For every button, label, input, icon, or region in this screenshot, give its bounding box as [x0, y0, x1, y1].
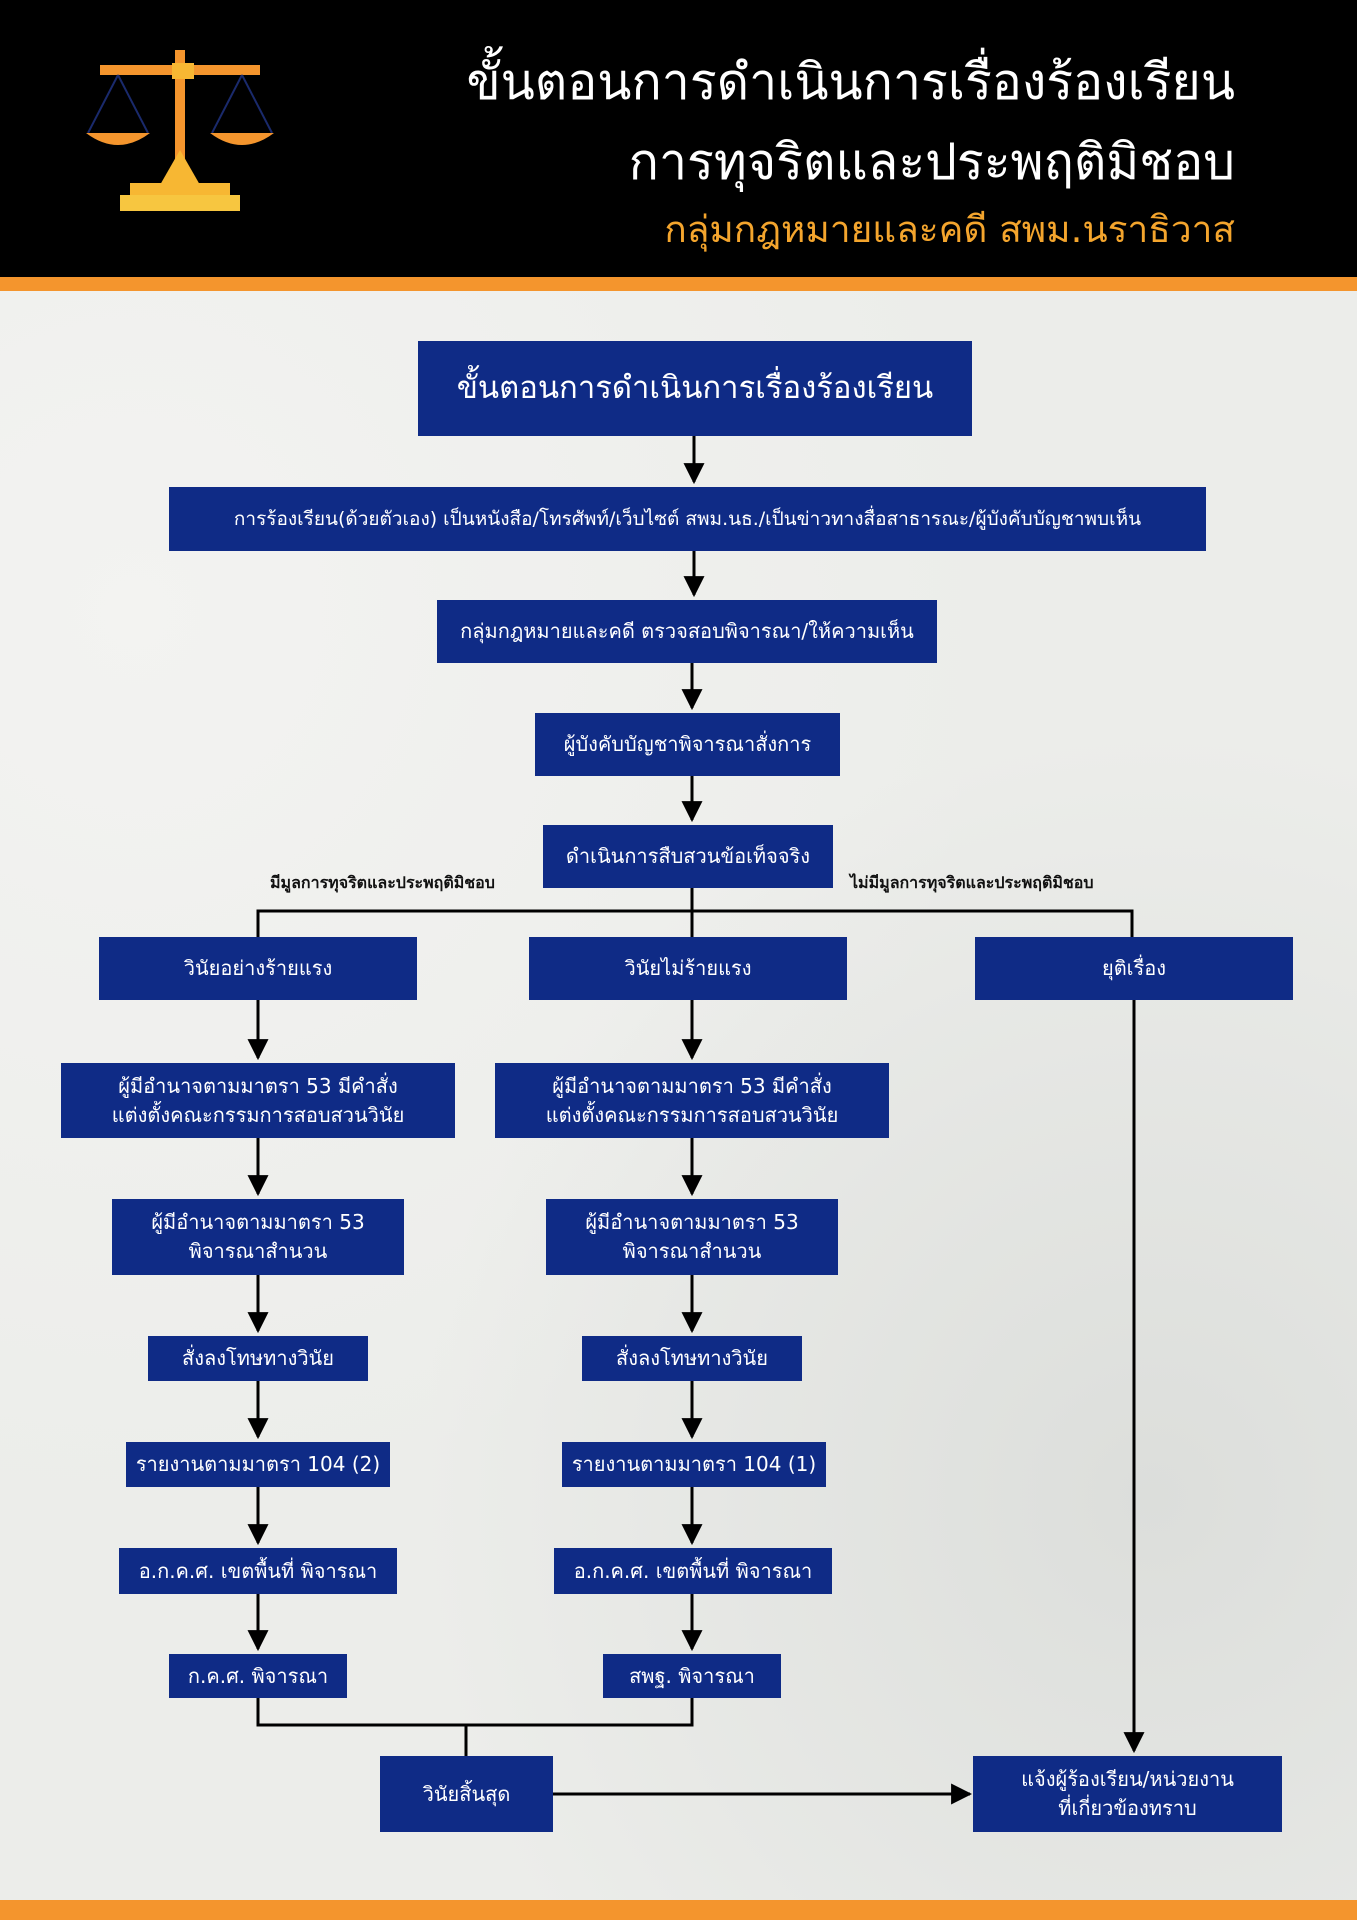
terminate-case-box: ยุติเรื่อง [975, 937, 1293, 1000]
left-review-file-box: ผู้มีอำนาจตามมาตรา 53 พิจารณาสำนวน [112, 1199, 404, 1275]
complaint-channels-box: การร้องเรียน(ด้วยตัวเอง) เป็นหนังสือ/โทร… [169, 487, 1206, 551]
left-okks-area-box: อ.ก.ค.ศ. เขตพื้นที่ พิจารณา [119, 1548, 397, 1594]
header-accent-stripe [0, 277, 1357, 291]
branch-label-found: มีมูลการทุจริตและประพฤติมิชอบ [270, 873, 495, 892]
supervisor-order-box: ผู้บังคับบัญชาพิจารณาสั่งการ [535, 713, 840, 776]
left-appoint-committee-box: ผู้มีอำนาจตามมาตรา 53 มีคำสั่ง แต่งตั้งค… [61, 1063, 455, 1138]
footer-accent-stripe [0, 1900, 1357, 1920]
middle-okks-area-box: อ.ก.ค.ศ. เขตพื้นที่ พิจารณา [554, 1548, 832, 1594]
middle-obec-box: สพฐ. พิจารณา [603, 1654, 781, 1698]
legal-review-box: กลุ่มกฎหมายและคดี ตรวจสอบพิจารณา/ให้ความ… [437, 600, 937, 663]
middle-review-file-box: ผู้มีอำนาจตามมาตรา 53 พิจารณาสำนวน [546, 1199, 838, 1275]
left-punishment-box: สั่งลงโทษทางวินัย [148, 1336, 368, 1381]
discipline-final-box: วินัยสิ้นสุด [380, 1756, 553, 1832]
notify-complainant-box: แจ้งผู้ร้องเรียน/หน่วยงาน ที่เกี่ยวข้องท… [973, 1756, 1282, 1832]
middle-appoint-committee-box: ผู้มีอำนาจตามมาตรา 53 มีคำสั่ง แต่งตั้งค… [495, 1063, 889, 1138]
fact-finding-box: ดำเนินการสืบสวนข้อเท็จจริง [543, 825, 833, 888]
minor-discipline-box: วินัยไม่ร้ายแรง [529, 937, 847, 1000]
left-report-104-2-box: รายงานตามมาตรา 104 (2) [126, 1442, 390, 1487]
branch-label-not-found: ไม่มีมูลการทุจริตและประพฤติมิชอบ [850, 873, 1094, 892]
header-title-line1: ขั้นตอนการดำเนินการเรื่องร้องเรียน [466, 53, 1235, 111]
middle-punishment-box: สั่งลงโทษทางวินัย [582, 1336, 802, 1381]
left-kks-box: ก.ค.ศ. พิจารณา [169, 1654, 347, 1698]
flow-title-box: ขั้นตอนการดำเนินการเรื่องร้องเรียน [418, 341, 972, 436]
middle-report-104-1-box: รายงานตามมาตรา 104 (1) [562, 1442, 826, 1487]
header-title-line2: การทุจริตและประพฤติมิชอบ [628, 133, 1235, 191]
serious-discipline-box: วินัยอย่างร้ายแรง [99, 937, 417, 1000]
scales-of-justice-icon [86, 50, 274, 211]
header-subtitle: กลุ่มกฎหมายและคดี สพม.นราธิวาส [664, 208, 1235, 251]
